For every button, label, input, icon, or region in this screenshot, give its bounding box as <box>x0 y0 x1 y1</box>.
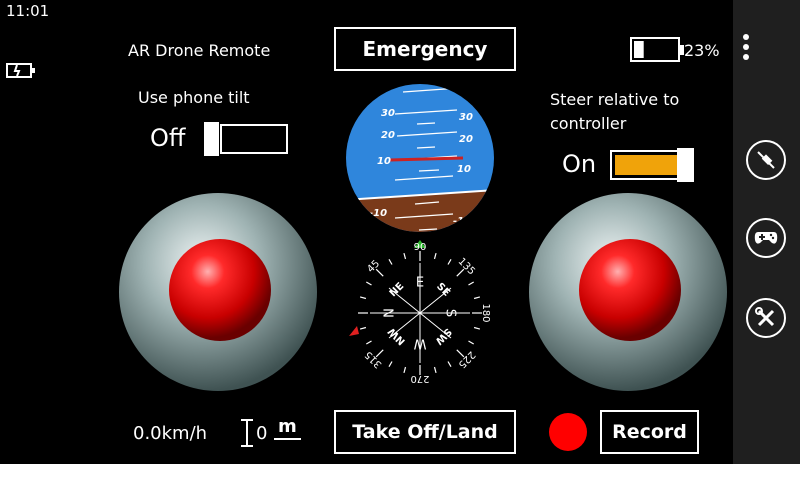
compass-tick <box>359 296 367 300</box>
compass-cardinal: S <box>443 309 458 317</box>
compass-tick <box>447 361 452 367</box>
heading-marker <box>414 240 426 248</box>
compass-degree: 180 <box>480 303 491 322</box>
tilt-label: Use phone tilt <box>138 88 250 107</box>
app-bar <box>733 0 800 464</box>
steer-label-line2: controller <box>550 114 627 133</box>
pitch-label: 10 <box>457 164 471 175</box>
toggle-fill <box>615 155 683 175</box>
compass-intercardinal: NW <box>386 325 408 347</box>
pitch-label: -10 <box>369 208 387 219</box>
left-joystick[interactable] <box>118 192 318 392</box>
pitch-label: -10 <box>453 216 471 227</box>
compass-tick <box>366 281 372 286</box>
speed-readout: 0.0km/h <box>133 423 208 444</box>
compass-intercardinal: SE <box>434 281 452 299</box>
compass-tick <box>375 349 384 358</box>
steer-toggle[interactable]: On <box>560 146 700 186</box>
battery-icon <box>630 37 690 67</box>
compass-tick <box>468 281 474 286</box>
compass-cardinal: W <box>413 336 426 351</box>
tilt-state: Off <box>150 124 186 152</box>
compass-intercardinal: NE <box>388 281 407 300</box>
pitch-label: 10 <box>377 156 391 167</box>
compass-cardinal: E <box>416 276 424 291</box>
pitch-label: 30 <box>381 108 395 119</box>
steer-label-line1: Steer relative to <box>550 90 680 109</box>
pitch-label: 30 <box>459 112 473 123</box>
right-joystick[interactable] <box>528 192 728 392</box>
more-icon[interactable] <box>743 34 749 64</box>
joystick-knob <box>579 239 681 341</box>
compass-tick <box>473 326 481 330</box>
altitude-value: 0 <box>256 423 268 444</box>
app-title: AR Drone Remote <box>128 41 271 60</box>
steer-label: Steer relative to controller <box>550 88 679 136</box>
horizon-needle <box>389 156 464 162</box>
compass-tick <box>366 340 372 345</box>
compass-tick <box>473 296 481 300</box>
pitch-label: 20 <box>459 134 473 145</box>
clock: 11:01 <box>6 2 50 20</box>
compass-tick <box>388 361 393 367</box>
battery-percent: 23% <box>684 41 720 60</box>
charging-icon <box>6 62 40 84</box>
altitude-icon <box>240 418 254 452</box>
steer-state: On <box>562 150 597 178</box>
compass-degree: 90 <box>414 242 427 253</box>
compass-tick <box>456 349 465 358</box>
compass-intercardinal: SW <box>433 326 454 347</box>
tilt-toggle[interactable]: Off <box>150 120 290 160</box>
compass-tick <box>468 340 474 345</box>
pitch-label: 20 <box>381 130 395 141</box>
joystick-knob <box>169 239 271 341</box>
takeoff-land-button[interactable]: Take Off/Land <box>334 410 516 454</box>
record-button[interactable]: Record <box>600 410 699 454</box>
toggle-track <box>220 124 288 154</box>
gamepad-icon[interactable] <box>746 218 786 258</box>
compass-tick <box>433 366 437 374</box>
record-indicator <box>549 413 587 451</box>
compass-tick <box>388 259 393 265</box>
compass-tick <box>375 268 384 277</box>
disconnect-icon[interactable] <box>746 140 786 180</box>
compass-tick <box>359 326 367 330</box>
compass-cardinal: N <box>383 308 398 318</box>
toggle-thumb <box>677 148 694 182</box>
compass-tick <box>403 252 407 260</box>
compass-tick <box>433 252 437 260</box>
emergency-button[interactable]: Emergency <box>334 27 516 71</box>
compass-tick <box>403 366 407 374</box>
tools-icon[interactable] <box>746 298 786 338</box>
altitude-unit: m <box>274 416 301 440</box>
compass-tick <box>447 259 452 265</box>
wind-pointer <box>349 326 359 336</box>
compass-degree: 270 <box>410 373 429 384</box>
compass-tick <box>456 268 465 277</box>
toggle-thumb <box>204 122 219 156</box>
app-screen: 11:01 AR Drone Remote Emergency 23% Use … <box>0 0 733 464</box>
artificial-horizon: 30 30 20 20 10 10 -10 -10 <box>346 84 494 232</box>
